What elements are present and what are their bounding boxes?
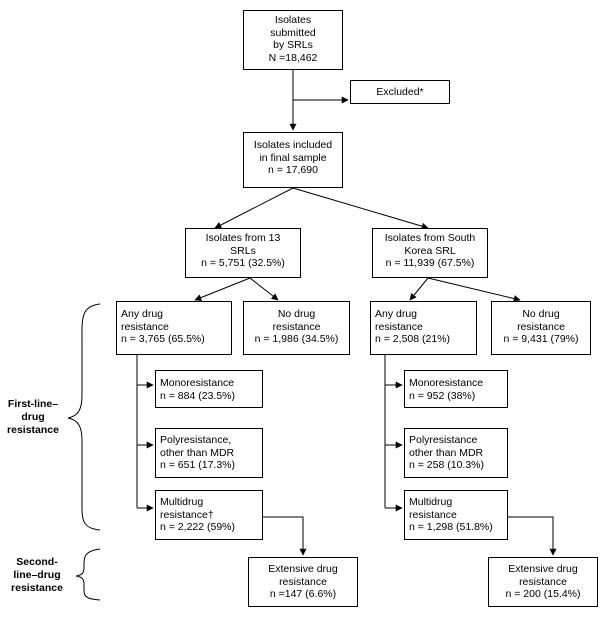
- edge-included-srl13: [214, 187, 294, 229]
- node-included: Isolates included in final sample n = 17…: [243, 132, 343, 188]
- second-line-brace: [75, 548, 101, 601]
- first-line-label: First-line– drug resistance: [7, 398, 59, 436]
- second-line-label: Second- line–drug resistance: [11, 556, 63, 594]
- node-submitted: Isolates submitted by SRLs N =18,462: [243, 10, 343, 70]
- first-line-brace: [67, 303, 101, 531]
- edge-srl13-none: [249, 277, 279, 301]
- node-multiK: Multidrug resistance n = 1,298 (51.8%): [404, 490, 508, 540]
- node-monoK: Monoresistance n = 952 (38%): [404, 370, 508, 408]
- node-poly13: Polyresistance, other than MDR n = 651 (…: [155, 428, 263, 478]
- edge-included-korea: [292, 187, 429, 230]
- node-none13: No drug resistance n = 1,986 (34.5%): [243, 301, 350, 355]
- node-any13: Any drug resistance n = 3,765 (65.5%): [116, 301, 232, 355]
- node-polyK: Polyresistance other than MDR n = 258 (1…: [404, 428, 508, 478]
- edge-korea-none: [427, 277, 521, 302]
- node-srl13: Isolates from 13 SRLs n = 5,751 (32.5%): [185, 228, 301, 278]
- node-excluded: Excluded*: [350, 80, 450, 104]
- node-anyK: Any drug resistance n = 2,508 (21%): [370, 301, 477, 355]
- node-mono13: Monoresistance n = 884 (23.5%): [155, 370, 263, 408]
- node-xdr13: Extensive drug resistance n =147 (6.6%): [248, 557, 358, 607]
- edge-srl13-any: [194, 277, 251, 301]
- node-xdrK: Extensive drug resistance n = 200 (15.4%…: [488, 557, 598, 607]
- edge-korea-any: [409, 277, 429, 301]
- node-korea: Isolates from South Korea SRL n = 11,939…: [372, 228, 488, 278]
- node-multi13: Multidrug resistance† n = 2,222 (59%): [155, 490, 263, 540]
- edge-multiK-xdr: [508, 516, 557, 556]
- edge-multi13-xdr: [263, 516, 307, 556]
- node-noneK: No drug resistance n = 9,431 (79%): [491, 301, 591, 355]
